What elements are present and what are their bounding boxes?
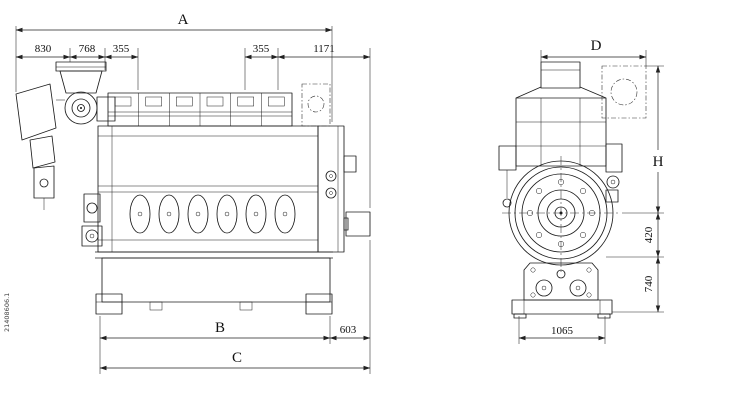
- dim-height-h: H: [622, 65, 664, 214]
- dim-label-1171: 1171: [313, 43, 335, 55]
- dim-mount-span-b: B: [99, 316, 331, 374]
- fv-base-feet: [511, 299, 613, 319]
- sv-engine-block: [97, 92, 319, 253]
- dim-overall-length-a: A: [15, 12, 333, 122]
- dim-label-355-left: 355: [113, 43, 130, 55]
- sv-turbocharger: [55, 61, 116, 125]
- dim-label-c: C: [232, 350, 242, 366]
- dim-label-355-right: 355: [253, 43, 270, 55]
- fv-mounting-bracket: [523, 262, 599, 301]
- front-view: [498, 61, 647, 319]
- sv-coupling: [343, 211, 371, 237]
- dim-top-chain: 830 768 355 355 1171: [15, 43, 371, 208]
- dim-label-603: 603: [340, 324, 357, 336]
- dim-label-d: D: [591, 38, 602, 54]
- sv-exhaust-duct: [15, 83, 57, 210]
- dim-420: 420: [606, 212, 664, 258]
- dim-label-830: 830: [35, 43, 52, 55]
- dim-label-a: A: [178, 12, 189, 28]
- dim-label-b: B: [215, 320, 225, 336]
- dim-label-420: 420: [643, 226, 655, 243]
- fv-flywheel: [502, 156, 620, 272]
- sv-left-pumps: [81, 193, 103, 247]
- sv-crankcase-covers: [129, 194, 296, 234]
- fv-engine-body: [515, 97, 607, 167]
- dim-overall-base-c: C: [99, 350, 371, 371]
- dim-width-d: D: [540, 38, 647, 66]
- dim-label-h: H: [653, 154, 664, 170]
- dim-label-768: 768: [79, 43, 96, 55]
- sv-optional-module: [301, 83, 331, 127]
- dim-740: 740: [612, 256, 664, 313]
- dim-1065: 1065: [518, 316, 606, 344]
- dim-rear-overhang-603: 603: [329, 240, 371, 374]
- fv-right-accessories: [605, 143, 623, 203]
- fv-left-accessories: [498, 145, 517, 208]
- side-view: [15, 61, 371, 315]
- sv-oil-pan: [95, 251, 333, 315]
- dim-label-1065: 1065: [551, 325, 574, 337]
- sv-flywheel-housing: [317, 125, 357, 253]
- dim-label-740: 740: [643, 275, 655, 292]
- drawing-number: 21408606.1: [3, 293, 11, 332]
- fv-top-duct: [515, 61, 607, 99]
- fv-air-box: [601, 65, 647, 119]
